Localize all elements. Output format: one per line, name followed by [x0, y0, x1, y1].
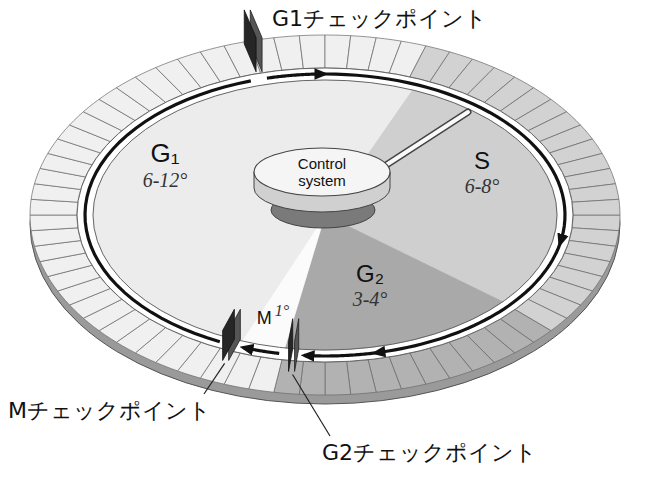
phase-sector [93, 80, 412, 341]
cycle-arrow [243, 347, 279, 353]
gate-side [295, 319, 299, 372]
cycle-arrow [85, 81, 251, 342]
control-system-cylinder: Control system [252, 146, 392, 214]
checkpoint-label: Mチェックポイント [8, 398, 211, 424]
ring-segment [274, 36, 304, 71]
g2-phase-label: G₂3-4° [353, 260, 388, 311]
ring-segment [347, 360, 377, 395]
duration-note: 3-4° [353, 288, 388, 311]
checkpoint-label: G1チェックポイント [272, 6, 487, 32]
ring-segment [299, 361, 325, 395]
ring-segment [30, 215, 78, 231]
ring-segment [572, 199, 620, 215]
cycle-arrow [304, 353, 375, 356]
cycle-arrow [267, 74, 325, 78]
checkpoint-label: G2チェックポイント [322, 440, 537, 466]
phase-name: S [474, 147, 490, 175]
duration-note: 1° [275, 302, 289, 320]
m-phase-label: M1° [257, 308, 289, 329]
ring-segment [325, 361, 351, 395]
phase-name: Control system [280, 155, 364, 189]
checkpoint-gate [289, 319, 299, 372]
leader-line [293, 374, 330, 436]
checkpoint-gate [223, 309, 241, 360]
s-phase-label: S6-8° [465, 147, 500, 198]
duration-note: 6-8° [465, 175, 500, 198]
disk-outline [93, 80, 557, 350]
duration-note: 6-12° [143, 169, 188, 192]
cycle-arrow [375, 244, 560, 353]
ring-segment [325, 35, 351, 69]
gate-face [223, 309, 235, 360]
wheel-rim [30, 44, 620, 404]
phase-name: G₁ [150, 138, 179, 169]
gate-face [289, 319, 293, 372]
cylinder-top [254, 148, 390, 196]
phase-name: G₂ [356, 260, 384, 288]
leader-line [204, 363, 225, 394]
phase-name: M [257, 308, 272, 329]
checkpoint-gate [244, 10, 262, 72]
gate-face [244, 10, 256, 72]
inner-gap [77, 68, 573, 362]
g1-phase-label: G₁6-12° [143, 138, 188, 192]
ring-segment [299, 35, 325, 69]
